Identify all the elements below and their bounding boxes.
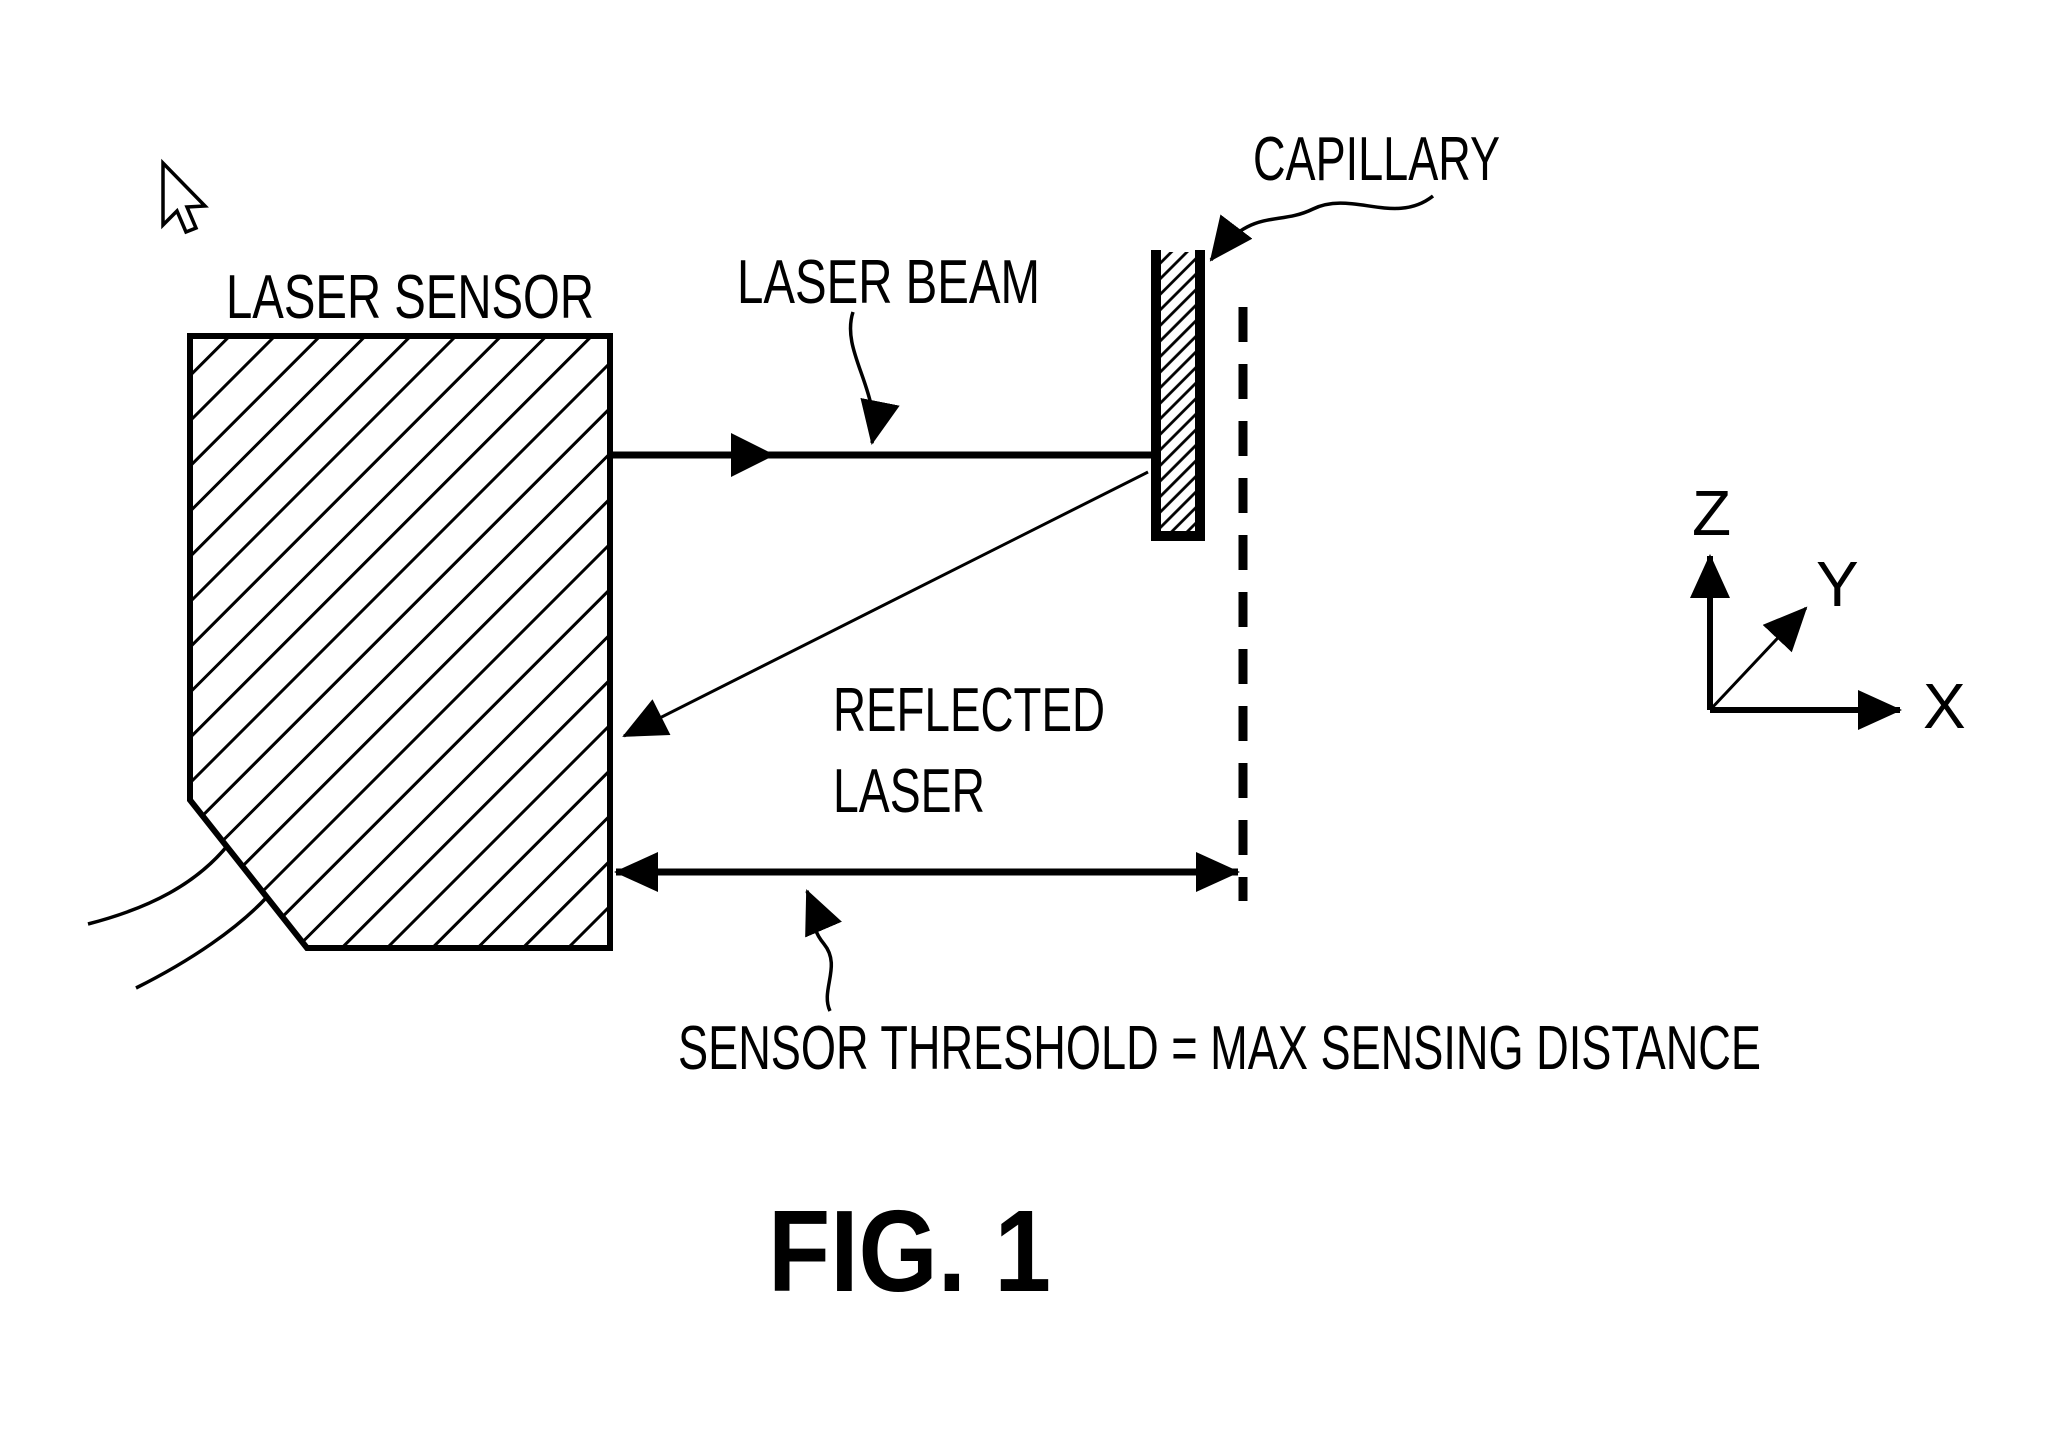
laser-beam-label: LASER BEAM bbox=[737, 248, 1040, 317]
sensor-threshold-label: SENSOR THRESHOLD = MAX SENSING DISTANCE bbox=[678, 1014, 1761, 1083]
laser-sensor-body bbox=[187, 333, 613, 951]
y-axis bbox=[1708, 606, 1808, 712]
axes-triad: Z Y X bbox=[1690, 477, 1966, 742]
reflected-laser-label-line2: LASER bbox=[833, 757, 985, 826]
capillary-body bbox=[1151, 250, 1205, 541]
laser-sensor-label: LASER SENSOR bbox=[226, 263, 594, 332]
reflected-laser-line bbox=[622, 470, 1149, 738]
y-axis-label: Y bbox=[1816, 548, 1859, 620]
laser-beam-arrowhead bbox=[731, 433, 775, 477]
z-axis-label: Z bbox=[1692, 477, 1731, 549]
capillary-leader bbox=[1209, 194, 1435, 262]
arrow-pointer-icon bbox=[161, 158, 209, 235]
figure-caption: FIG. 1 bbox=[768, 1186, 1051, 1316]
sensor-wire-lower bbox=[135, 895, 269, 990]
laser-beam-leader bbox=[848, 311, 900, 445]
threshold-leader bbox=[805, 889, 842, 1012]
reflected-laser-label-line1: REFLECTED bbox=[833, 676, 1105, 745]
x-axis-label: X bbox=[1923, 670, 1966, 742]
capillary-hatch bbox=[1158, 252, 1198, 534]
capillary-label: CAPILLARY bbox=[1253, 125, 1500, 194]
sensor-wire-upper bbox=[87, 843, 230, 926]
